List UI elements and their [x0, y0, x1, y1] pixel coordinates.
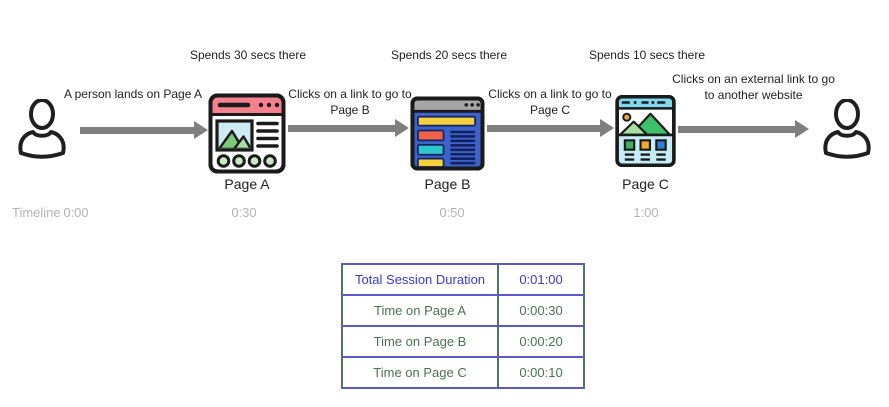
table-row: Time on Page B 0:00:20: [341, 325, 585, 358]
spend-label-page-a: Spends 30 secs there: [189, 48, 307, 62]
table-cell-value: 0:00:20: [497, 325, 585, 358]
timeline-label: Timeline: [12, 205, 61, 220]
arrow-right-icon: [80, 120, 208, 140]
arrow-right-icon: [678, 119, 809, 139]
table-cell-value: 0:01:00: [497, 263, 585, 296]
table-cell-label: Time on Page A: [341, 294, 499, 327]
webpage-b-icon: [410, 96, 485, 176]
page-b-caption: Page B: [424, 176, 471, 192]
user-icon: [821, 98, 873, 164]
webpage-a-icon: [208, 93, 286, 179]
arrow-shaft: [487, 124, 600, 132]
arrow-shaft: [80, 126, 194, 134]
table-cell-value: 0:00:10: [497, 356, 585, 389]
timeline-tick-0: 0:00: [63, 205, 89, 220]
action-label-land: A person lands on Page A: [63, 87, 203, 101]
table-cell-value: 0:00:30: [497, 294, 585, 327]
arrow-head: [795, 120, 809, 138]
action-label-to-page-c: Clicks on a link to go to Page C: [488, 87, 612, 118]
spend-label-page-c: Spends 10 secs there: [588, 48, 706, 62]
session-summary-table: Total Session Duration 0:01:00 Time on P…: [341, 263, 585, 389]
timeline-tick-1: 0:30: [231, 205, 257, 220]
arrow-shaft: [678, 125, 795, 133]
table-cell-label: Time on Page C: [341, 356, 499, 389]
page-a-caption: Page A: [224, 176, 270, 192]
webpage-c-icon: [615, 94, 676, 173]
arrow-shaft: [288, 124, 395, 132]
timeline-tick-2: 0:50: [439, 205, 465, 220]
table-cell-label: Time on Page B: [341, 325, 499, 358]
table-row: Time on Page A 0:00:30: [341, 294, 585, 327]
table-row: Time on Page C 0:00:10: [341, 356, 585, 389]
table-cell-label: Total Session Duration: [341, 263, 499, 296]
user-icon: [16, 98, 68, 164]
arrow-head: [194, 121, 208, 139]
arrow-head: [395, 119, 409, 137]
action-label-external: Clicks on an external link to go to anot…: [672, 72, 835, 103]
spend-label-page-b: Spends 20 secs there: [390, 48, 508, 62]
timeline-tick-3: 1:00: [633, 205, 659, 220]
table-row: Total Session Duration 0:01:00: [341, 263, 585, 296]
arrow-right-icon: [288, 118, 409, 138]
arrow-head: [600, 119, 614, 137]
action-label-to-page-b: Clicks on a link to go to Page B: [288, 87, 412, 118]
arrow-right-icon: [487, 118, 614, 138]
page-c-caption: Page C: [622, 176, 669, 192]
